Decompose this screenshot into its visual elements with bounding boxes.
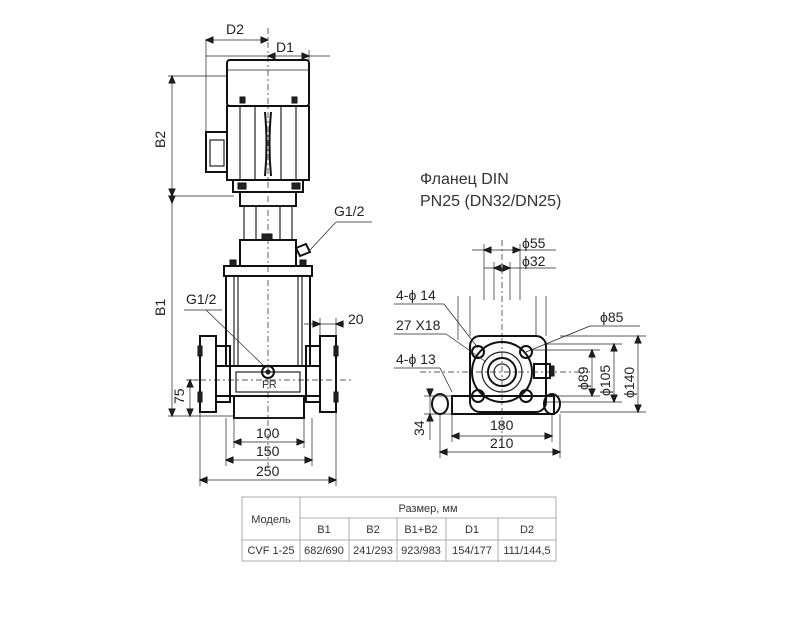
- label-34: 34: [411, 420, 427, 436]
- pump-front-view: FR: [186, 28, 354, 470]
- svg-text:FR: FR: [262, 379, 277, 391]
- table-cell-d1: 154/177: [452, 545, 492, 557]
- table-model-header: Модель: [251, 514, 291, 526]
- flange-title-line2: PN25 (DN32/DN25): [420, 193, 561, 210]
- label-g-upper: G1/2: [334, 203, 365, 219]
- label-d32: ϕ32: [522, 253, 546, 269]
- label-100: 100: [256, 425, 280, 441]
- flange-dimension-labels: ϕ55 ϕ32 4-ϕ 14 27 X18 ϕ85 4-ϕ 13 ϕ89 ϕ10…: [396, 235, 637, 451]
- label-d55: ϕ55: [522, 235, 546, 251]
- table-cell-b1b2: 923/983: [401, 545, 441, 557]
- label-250: 250: [256, 463, 280, 479]
- label-150: 150: [256, 443, 280, 459]
- label-d1: D1: [276, 39, 294, 55]
- label-20: 20: [348, 311, 364, 327]
- table-col-d2: D2: [520, 524, 534, 536]
- label-b1: B1: [152, 299, 168, 316]
- flange-top-view: [420, 240, 590, 440]
- table-col-d1: D1: [465, 524, 479, 536]
- table-col-b1: B1: [317, 524, 330, 536]
- table-col-b1b2: B1+B2: [404, 524, 437, 536]
- table-col-b2: B2: [366, 524, 379, 536]
- label-d2: D2: [226, 21, 244, 37]
- table-cell-model: CVF 1-25: [247, 545, 294, 557]
- label-d140: ϕ140: [621, 367, 637, 398]
- table-cell-b2: 241/293: [353, 545, 393, 557]
- label-g-lower: G1/2: [186, 291, 217, 307]
- dimensions-table: Модель Размер, мм B1 B2 B1+B2 D1 D2 CVF …: [241, 496, 557, 562]
- label-holes-13: 4-ϕ 13: [396, 351, 436, 367]
- label-d105: ϕ105: [597, 365, 613, 396]
- table-cell-d2: 111/144,5: [503, 545, 550, 557]
- table-size-header: Размер, мм: [398, 503, 457, 515]
- label-holes-14: 4-ϕ 14: [396, 287, 436, 303]
- flange-title-line1: Фланец DIN: [420, 171, 509, 188]
- table-cell-b1: 682/690: [304, 545, 344, 557]
- front-dimensions: [168, 36, 372, 486]
- label-75: 75: [171, 388, 187, 404]
- label-slot: 27 X18: [396, 317, 441, 333]
- label-d85: ϕ85: [600, 309, 624, 325]
- label-d89: ϕ89: [575, 366, 591, 390]
- label-210: 210: [490, 435, 514, 451]
- label-180: 180: [490, 417, 514, 433]
- flange-dimensions: [394, 244, 646, 458]
- label-b2: B2: [152, 131, 168, 148]
- front-dimension-labels: D2 D1 B2 B1 G1/2 G1/2 20 75 100 150 250: [152, 21, 365, 479]
